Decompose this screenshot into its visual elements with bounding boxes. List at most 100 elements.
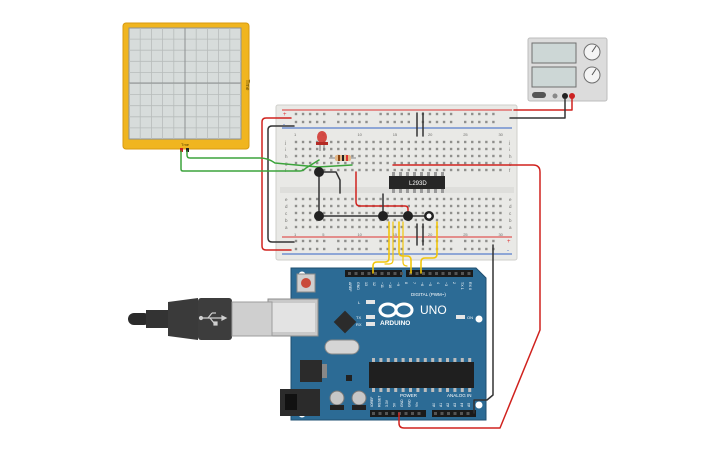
- breadboard-hole[interactable]: [393, 154, 396, 158]
- breadboard-hole[interactable]: [435, 161, 439, 165]
- breadboard-hole[interactable]: [471, 204, 474, 208]
- red-led[interactable]: [316, 131, 328, 151]
- breadboard-hole[interactable]: [358, 211, 361, 215]
- breadboard-hole[interactable]: [499, 168, 502, 172]
- breadboard-hole[interactable]: [308, 247, 312, 251]
- breadboard-hole[interactable]: [471, 120, 474, 124]
- breadboard-hole[interactable]: [330, 211, 333, 215]
- breadboard-hole[interactable]: [358, 120, 361, 124]
- breadboard-hole[interactable]: [386, 168, 389, 172]
- breadboard-hole[interactable]: [323, 211, 326, 215]
- breadboard-hole[interactable]: [379, 168, 382, 172]
- breadboard-hole[interactable]: [428, 112, 432, 116]
- power-supply[interactable]: [527, 37, 608, 102]
- breadboard-hole[interactable]: [315, 247, 319, 251]
- breadboard-hole[interactable]: [323, 218, 326, 222]
- breadboard-hole[interactable]: [400, 211, 403, 215]
- breadboard-hole[interactable]: [492, 168, 495, 172]
- header-pin[interactable]: [354, 272, 358, 275]
- breadboard-hole[interactable]: [308, 120, 312, 124]
- header-pin[interactable]: [453, 412, 457, 415]
- breadboard-hole[interactable]: [492, 154, 495, 158]
- digital-header-right[interactable]: [406, 270, 473, 277]
- breadboard-hole[interactable]: [393, 211, 396, 215]
- breadboard-hole[interactable]: [294, 147, 298, 151]
- breadboard-hole[interactable]: [485, 204, 488, 208]
- breadboard-hole[interactable]: [414, 225, 418, 229]
- junction-node[interactable]: [314, 167, 324, 177]
- breadboard-hole[interactable]: [485, 197, 488, 201]
- breadboard-hole[interactable]: [492, 197, 495, 201]
- breadboard-hole[interactable]: [308, 112, 312, 116]
- breadboard-hole[interactable]: [323, 204, 326, 208]
- breadboard-hole[interactable]: [308, 225, 312, 229]
- header-pin[interactable]: [391, 412, 395, 415]
- breadboard-hole[interactable]: [449, 120, 453, 124]
- breadboard-hole[interactable]: [337, 239, 340, 243]
- breadboard-hole[interactable]: [492, 218, 495, 222]
- breadboard-hole[interactable]: [499, 204, 502, 208]
- positive-terminal[interactable]: [569, 93, 575, 99]
- breadboard-hole[interactable]: [294, 204, 298, 208]
- breadboard-hole[interactable]: [492, 112, 495, 116]
- usb-cable[interactable]: [128, 298, 273, 340]
- breadboard-hole[interactable]: [308, 154, 312, 158]
- breadboard-hole[interactable]: [400, 247, 403, 251]
- breadboard-hole[interactable]: [344, 211, 347, 215]
- breadboard-hole[interactable]: [379, 225, 382, 229]
- breadboard-hole[interactable]: [478, 147, 481, 151]
- breadboard-hole[interactable]: [421, 168, 425, 172]
- breadboard-hole[interactable]: [301, 147, 305, 151]
- breadboard-hole[interactable]: [442, 112, 446, 116]
- breadboard-hole[interactable]: [294, 197, 298, 201]
- breadboard-hole[interactable]: [464, 204, 467, 208]
- breadboard-hole[interactable]: [358, 161, 361, 165]
- breadboard-hole[interactable]: [449, 154, 453, 158]
- breadboard-hole[interactable]: [471, 112, 474, 116]
- breadboard-hole[interactable]: [449, 112, 453, 116]
- resistor[interactable]: [329, 155, 356, 161]
- header-pin[interactable]: [417, 412, 421, 415]
- breadboard-hole[interactable]: [421, 147, 425, 151]
- breadboard-hole[interactable]: [365, 239, 368, 243]
- breadboard-hole[interactable]: [407, 239, 410, 243]
- breadboard-hole[interactable]: [471, 154, 474, 158]
- breadboard-hole[interactable]: [323, 247, 326, 251]
- breadboard-hole[interactable]: [315, 225, 319, 229]
- breadboard-hole[interactable]: [449, 239, 453, 243]
- breadboard-hole[interactable]: [379, 197, 382, 201]
- breadboard-hole[interactable]: [337, 161, 340, 165]
- breadboard-hole[interactable]: [365, 147, 368, 151]
- breadboard-hole[interactable]: [492, 147, 495, 151]
- breadboard-hole[interactable]: [464, 154, 467, 158]
- breadboard-hole[interactable]: [456, 218, 460, 222]
- breadboard-hole[interactable]: [323, 197, 326, 201]
- breadboard-hole[interactable]: [351, 161, 354, 165]
- breadboard-hole[interactable]: [301, 239, 305, 243]
- breadboard-hole[interactable]: [344, 197, 347, 201]
- breadboard-hole[interactable]: [379, 140, 382, 144]
- breadboard-hole[interactable]: [365, 120, 368, 124]
- breadboard-hole[interactable]: [393, 247, 396, 251]
- breadboard-hole[interactable]: [407, 154, 410, 158]
- breadboard-hole[interactable]: [400, 197, 403, 201]
- header-pin[interactable]: [454, 272, 458, 275]
- breadboard-hole[interactable]: [344, 225, 347, 229]
- breadboard-hole[interactable]: [442, 211, 446, 215]
- header-pin[interactable]: [435, 272, 438, 275]
- breadboard-hole[interactable]: [358, 147, 361, 151]
- breadboard-hole[interactable]: [499, 197, 502, 201]
- breadboard-hole[interactable]: [358, 112, 361, 116]
- breadboard-hole[interactable]: [435, 168, 439, 172]
- breadboard-hole[interactable]: [449, 218, 453, 222]
- breadboard-hole[interactable]: [456, 204, 460, 208]
- header-pin[interactable]: [440, 412, 444, 415]
- breadboard-hole[interactable]: [435, 154, 439, 158]
- breadboard-hole[interactable]: [294, 161, 298, 165]
- breadboard-hole[interactable]: [337, 140, 340, 144]
- breadboard-hole[interactable]: [456, 197, 460, 201]
- breadboard-hole[interactable]: [386, 120, 389, 124]
- breadboard-hole[interactable]: [485, 218, 488, 222]
- breadboard-hole[interactable]: [323, 225, 326, 229]
- breadboard-hole[interactable]: [337, 247, 340, 251]
